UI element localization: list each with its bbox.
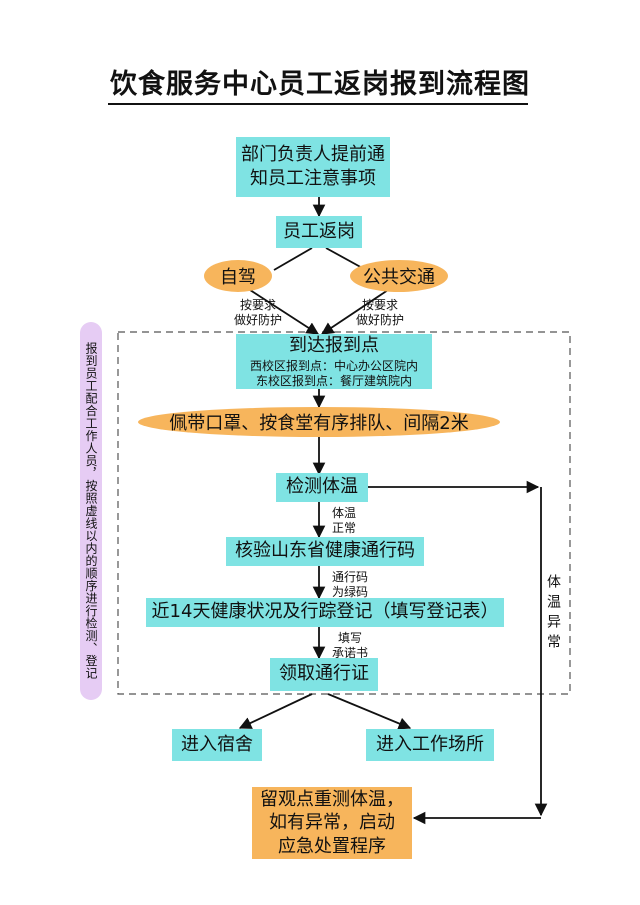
arrow-pass-dorm [238,693,313,729]
side-note-text: 报到员工配合工作人员，按照虚线以内的顺序进行检测、登记 [84,342,98,680]
note-protect-right: 按要求 做好防护 [355,298,404,327]
line-return-left [273,247,313,271]
step-health-code: 核验山东省健康通行码 [226,537,424,566]
step-arrive-title: 到达报到点 [289,335,379,357]
step-notify-line-1: 部门负责人提前通 [241,143,385,165]
note-code-green: 通行码 为绿码 [331,570,368,599]
dashed-process-area [117,331,571,695]
arrow-drive-arrive [249,289,320,335]
arrow-public-arrive [320,289,389,335]
step-return: 员工返岗 [276,216,362,248]
step-mask-queue: 佩带口罩、按食堂有序排队、间隔2米 [138,407,500,437]
step-arrive: 到达报到点 西校区报到点：中心办公区院内 东校区报到点：餐厅建筑院内 [236,334,432,389]
note-temp-normal: 体温 正常 [331,506,356,535]
page-title: 饮食服务中心员工返岗报到流程图 [110,69,530,100]
step-temperature: 检测体温 [276,473,368,502]
step-notify-line-2: 知员工注意事项 [250,168,376,189]
side-note: 报到员工配合工作人员，按照虚线以内的顺序进行检测、登记 [80,322,102,700]
step-notify: 部门负责人提前通 知员工注意事项 [236,137,390,197]
step-recheck-line-1: 留观点重测体温， [260,789,404,811]
option-self-drive: 自驾 [204,260,272,292]
step-arrive-west: 西校区报到点：中心办公区院内 [249,358,418,373]
step-recheck-line-2: 如有异常，启动 [269,812,395,834]
step-recheck-line-3: 应急处置程序 [278,835,386,857]
step-recheck: 留观点重测体温， 如有异常，启动 应急处置程序 [252,787,412,859]
step-arrive-east: 东校区报到点：餐厅建筑院内 [255,373,412,388]
title-underline [108,103,528,105]
step-dorm: 进入宿舍 [172,729,262,761]
note-fill-pledge: 填写 承诺书 [331,631,368,660]
option-public-transport: 公共交通 [350,260,448,292]
step-workplace: 进入工作场所 [366,729,494,761]
step-register: 近14天健康状况及行踪登记（填写登记表） [146,598,504,627]
step-pass: 领取通行证 [270,658,378,691]
label-temp-abnormal: 体温异常 [545,574,561,654]
note-protect-left: 按要求 做好防护 [233,298,282,327]
arrow-pass-work [327,693,412,730]
